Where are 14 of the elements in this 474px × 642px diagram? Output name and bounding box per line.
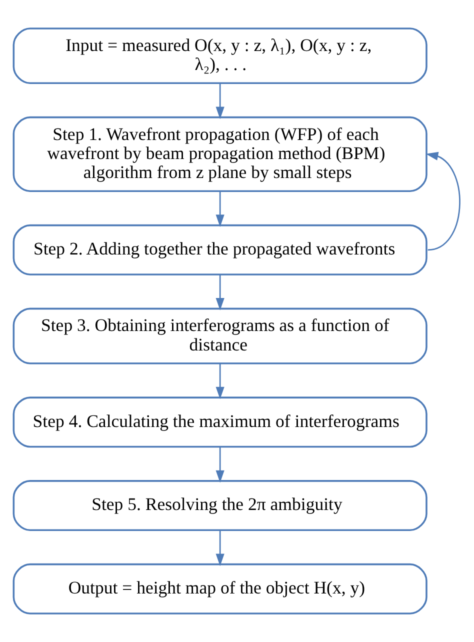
arrow <box>216 191 224 227</box>
arrow <box>216 274 224 310</box>
node-box: Output = height map of the object H(x, y) <box>12 563 428 614</box>
arrow <box>216 364 224 400</box>
node-box: Step 1. Wavefront propagation (WFP) of each wavefront by beam propagation method (BPM) algorithm from z plane by small steps <box>12 116 428 192</box>
node-box: Input = measured O(x, y : z, λ₁), O(x, y : z, λ₂), . . . <box>12 28 428 84</box>
arrow <box>216 530 224 566</box>
arrow <box>216 446 224 483</box>
node-box: Step 4. Calculating the maximum of interferograms <box>12 396 428 448</box>
node-box: Step 5. Resolving the 2π ambiguity <box>12 480 428 532</box>
arrow <box>426 152 460 251</box>
node-box: Step 3. Obtaining interferograms as a function of distance <box>12 308 428 364</box>
node-box: Step 2. Adding together the propagated wavefronts <box>12 224 428 276</box>
arrow <box>216 83 224 120</box>
